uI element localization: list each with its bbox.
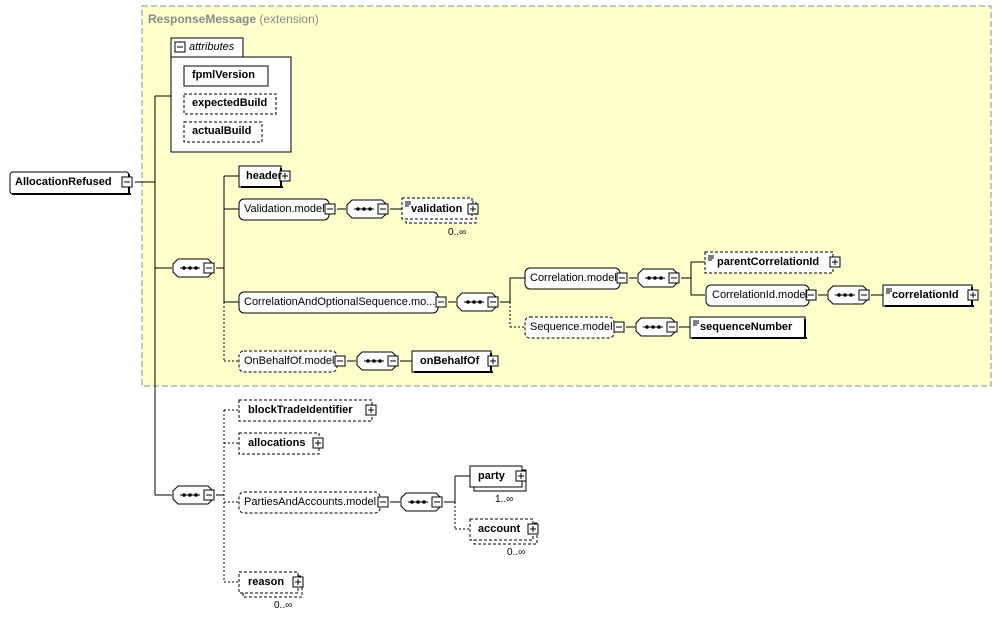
sequence-compositor-corr-seq <box>456 292 499 312</box>
reason-box <box>238 571 299 594</box>
correlation-id-label: correlationId <box>892 289 959 301</box>
correlation-model-label: Correlation.model <box>530 272 617 284</box>
block-trade-identifier-label: blockTradeIdentifier <box>248 404 353 416</box>
correlation-id-expand-icon[interactable] <box>967 289 979 301</box>
correlation-id-model-label: CorrelationId.model <box>712 289 808 301</box>
parent-correlation-id-doc-icon <box>708 255 714 261</box>
attr-expectedBuild-box <box>183 93 277 115</box>
sequence-compositor-on-behalf-of <box>356 351 399 371</box>
corr-seq-model-collapse-icon[interactable] <box>435 296 447 308</box>
sequence-compositor-2 <box>172 485 215 505</box>
attr-actualBuild: actualBuild <box>192 125 252 137</box>
sequence-compositor-parties <box>400 492 443 512</box>
sequence-model-collapse-icon[interactable] <box>613 321 625 333</box>
parties-accounts-model-collapse-icon[interactable] <box>377 496 389 508</box>
on-behalf-of-label: onBehalfOf <box>420 355 480 367</box>
extension-title: ResponseMessage (extension) <box>148 12 319 26</box>
correlation-model-collapse-icon[interactable] <box>616 272 628 284</box>
account-occurrence: 0..∞ <box>507 547 526 558</box>
block-trade-identifier-box <box>238 399 373 422</box>
validation-label: validation <box>411 203 463 215</box>
validation-model-label: Validation.model <box>244 203 325 215</box>
party-occurrence: 1..∞ <box>495 494 514 505</box>
attr-expectedBuild: expectedBuild <box>192 97 268 109</box>
sequence-model-label: Sequence.model <box>530 321 613 333</box>
parties-accounts-model-box <box>238 491 381 514</box>
sequence-compositor-correlation <box>637 268 680 288</box>
reason-occurrence: 0..∞ <box>274 600 293 611</box>
sequence-number-label: sequenceNumber <box>700 321 793 333</box>
attributes-collapse-icon[interactable] <box>174 41 186 53</box>
validation-doc-icon <box>405 201 411 207</box>
reason-label: reason <box>248 576 285 588</box>
header-expand-icon[interactable] <box>279 170 291 182</box>
on-behalf-of-model-label: OnBehalfOf.model <box>244 355 335 367</box>
attributes-tab <box>170 37 244 58</box>
attributes-label: attributes <box>189 41 235 53</box>
allocations-label: allocations <box>248 437 306 449</box>
attr-fpmlVersion-box <box>183 65 269 87</box>
validation-model-collapse-icon[interactable] <box>324 203 336 215</box>
corr-seq-model-label: CorrelationAndOptionalSequence.mo... <box>244 296 436 308</box>
account-expand-icon[interactable] <box>527 523 539 535</box>
on-behalf-of-expand-icon[interactable] <box>487 355 499 367</box>
parent-correlation-id-box <box>704 251 834 274</box>
root-element-label: AllocationRefused <box>15 176 112 188</box>
allocations-expand-icon[interactable] <box>312 437 324 449</box>
extension-subtitle: (extension) <box>259 12 319 26</box>
parent-correlation-id-expand-icon[interactable] <box>829 256 841 268</box>
reason-expand-icon[interactable] <box>292 576 304 588</box>
parent-correlation-id-label: parentCorrelationId <box>717 256 820 268</box>
on-behalf-of-model-collapse-icon[interactable] <box>334 355 346 367</box>
attr-actualBuild-box <box>183 121 263 143</box>
party-label: party <box>478 470 505 482</box>
sequence-compositor-1 <box>172 258 215 278</box>
correlation-id-doc-icon <box>886 288 892 294</box>
extension-name: ResponseMessage <box>148 12 257 26</box>
validation-expand-icon[interactable] <box>467 203 479 215</box>
sequence-compositor-validation <box>346 199 389 219</box>
block-trade-identifier-expand-icon[interactable] <box>365 404 377 416</box>
party-expand-icon[interactable] <box>515 470 527 482</box>
header-label: header <box>246 170 283 182</box>
sequence-compositor-sequence <box>635 317 678 337</box>
sequence-compositor-correlation-id <box>827 285 870 305</box>
root-collapse-icon[interactable] <box>121 176 133 188</box>
sequence-number-doc-icon <box>693 320 699 326</box>
account-box <box>469 518 534 541</box>
parties-accounts-model-label: PartiesAndAccounts.model <box>244 496 377 508</box>
connector-lines <box>135 95 883 583</box>
account-label: account <box>478 523 521 535</box>
correlation-id-model-collapse-icon[interactable] <box>805 289 817 301</box>
attr-fpmlVersion: fpmlVersion <box>192 69 255 81</box>
validation-occurrence: 0..∞ <box>448 227 467 238</box>
